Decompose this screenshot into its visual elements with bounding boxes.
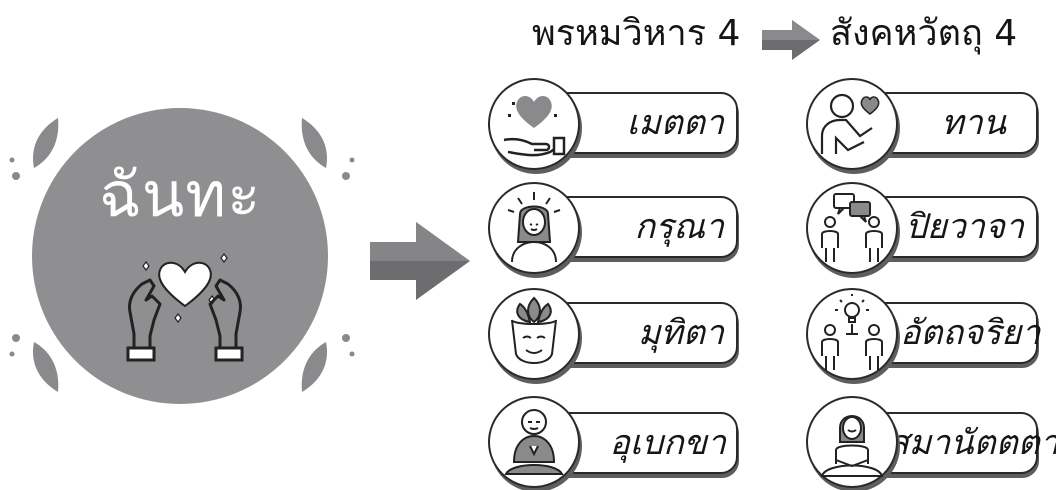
dot [342, 172, 350, 180]
icon-circle-atthacariya [806, 288, 898, 380]
dot [12, 172, 20, 180]
two-people-talking-icon [821, 193, 883, 262]
label-dana: ทาน [941, 103, 1006, 143]
dot [9, 351, 15, 357]
icon-circle-metta [488, 78, 580, 170]
dot [12, 334, 20, 342]
icon-circle-mudita [488, 288, 580, 380]
woman-glow-icon [507, 192, 561, 263]
center-circle [32, 108, 328, 404]
leaf-top-left [33, 118, 59, 168]
label-piyavaca: ปิยวาจา [905, 207, 1024, 247]
icon-circle-piyavaca [806, 182, 898, 274]
hand-heart-icon [503, 96, 566, 157]
label-metta: เมตตา [626, 103, 724, 143]
main-arrow-icon [370, 222, 470, 300]
label-atthacariya: อัตถจริยา [900, 313, 1041, 353]
center-title: ฉันทะ [98, 158, 262, 231]
icon-circle-samanattata [806, 396, 898, 488]
hands-heart-icon [126, 253, 244, 362]
lotus-head-icon [511, 296, 557, 364]
label-upekkha: อุเบกขา [609, 423, 726, 463]
header-brahmavihara: พรหมวิหาร 4 [532, 13, 741, 54]
icon-circle-upekkha [488, 396, 580, 488]
dot [342, 334, 350, 342]
leaf-bottom-left [33, 342, 59, 392]
leaf-bottom-right [301, 342, 327, 392]
two-people-idea-icon [821, 294, 883, 370]
label-samanattata: สมานัตตตา [888, 423, 1056, 463]
monk-meditating-icon [504, 409, 564, 475]
label-mudita: มุทิตา [638, 313, 724, 353]
icon-circle-dana [806, 78, 898, 170]
dot [349, 351, 355, 357]
person-giving-heart-icon [820, 93, 880, 154]
dot [9, 157, 15, 163]
label-karuna: กรุณา [634, 207, 724, 247]
icon-circle-karuna [488, 182, 580, 274]
header-sangahavatthu: สังคหวัตถุ 4 [830, 13, 1018, 54]
dot [349, 157, 355, 163]
leaf-top-right [301, 118, 327, 168]
decorations [9, 118, 355, 392]
woman-meditating-icon [820, 415, 884, 477]
header-arrow-icon [762, 20, 820, 60]
